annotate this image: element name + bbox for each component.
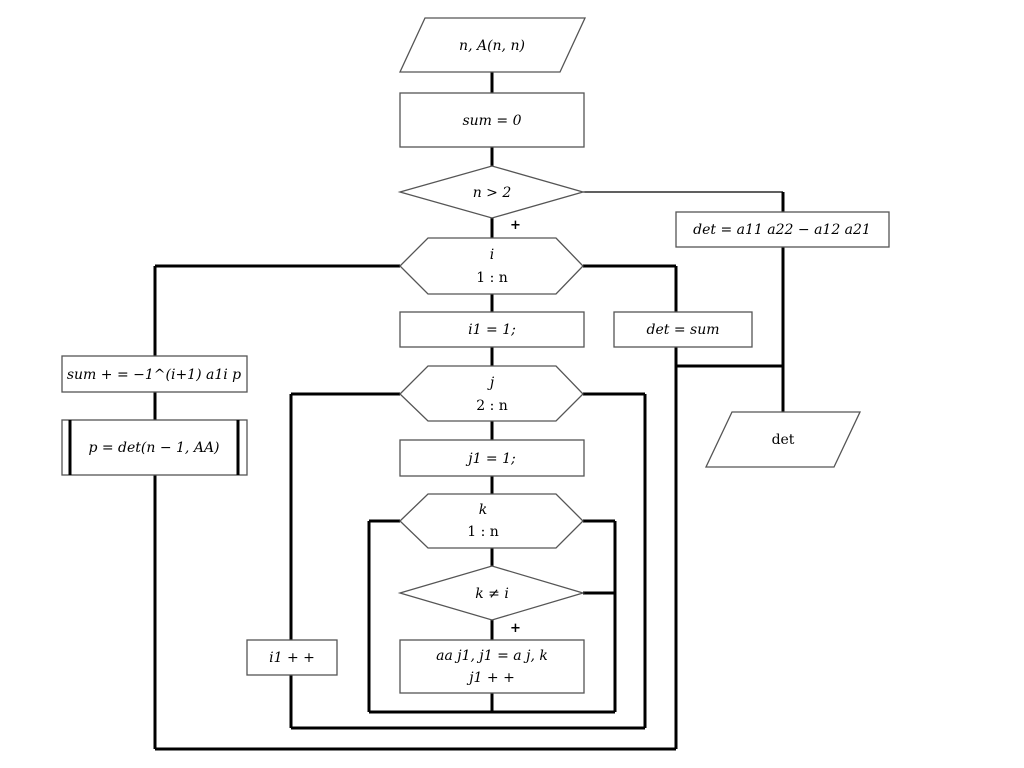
decision-text: n > 2 — [473, 185, 512, 201]
loop-i-range: 1 : n — [476, 270, 508, 286]
det-formula-text: det = a11 a22 − a12 a21 — [693, 222, 871, 238]
i1-increment-text: i1 + + — [269, 650, 315, 666]
j1-init-text: j1 = 1; — [465, 451, 516, 467]
j1-init-block: j1 = 1; — [399, 439, 585, 477]
loop-i-var: i — [490, 247, 494, 263]
loop-j-range: 2 : n — [476, 398, 508, 414]
k-decision-yes-label: + — [510, 621, 521, 636]
det-formula-block: det = a11 a22 − a12 a21 — [675, 211, 890, 248]
loop-k-hexagon: k 1 : n — [399, 493, 584, 549]
sum-update-text: sum + = −1^(i+1) a1i p — [67, 367, 241, 383]
det-sum-block: det = sum — [613, 311, 753, 348]
loop-j-var: j — [487, 375, 495, 391]
i1-increment-block: i1 + + — [246, 639, 338, 676]
init-sum-block: sum = 0 — [399, 92, 585, 148]
n-greater-2-decision: n > 2 + — [397, 165, 586, 233]
det-sum-text: det = sum — [647, 322, 720, 338]
output-text: det — [772, 432, 795, 448]
k-decision-text: k ≠ i — [475, 586, 509, 602]
sum-update-block: sum + = −1^(i+1) a1i p — [61, 355, 248, 393]
copy-line1-text: aa j1, j1 = a j, k — [436, 648, 548, 664]
loop-j-hexagon: j 2 : n — [399, 365, 584, 422]
copy-element-block: aa j1, j1 = a j, k j1 + + — [399, 639, 585, 694]
copy-line2-text: j1 + + — [466, 670, 515, 686]
i1-init-text: i1 = 1; — [468, 322, 516, 338]
k-not-i-decision: k ≠ i + — [397, 565, 586, 636]
recursive-call-block: p = det(n − 1, AA) — [61, 419, 248, 476]
input-block: n, A(n, n) — [398, 17, 587, 73]
loop-k-var: k — [479, 502, 487, 518]
init-sum-text: sum = 0 — [462, 113, 521, 129]
recursive-call-text: p = det(n − 1, AA) — [88, 440, 219, 456]
decision-yes-label: + — [510, 218, 521, 233]
connector-lines — [153, 72, 785, 751]
loop-i-hexagon: i 1 : n — [399, 237, 584, 295]
i1-init-block: i1 = 1; — [399, 311, 585, 348]
loop-k-range: 1 : n — [467, 524, 499, 540]
input-text: n, A(n, n) — [459, 38, 525, 54]
output-block: det — [704, 411, 862, 468]
